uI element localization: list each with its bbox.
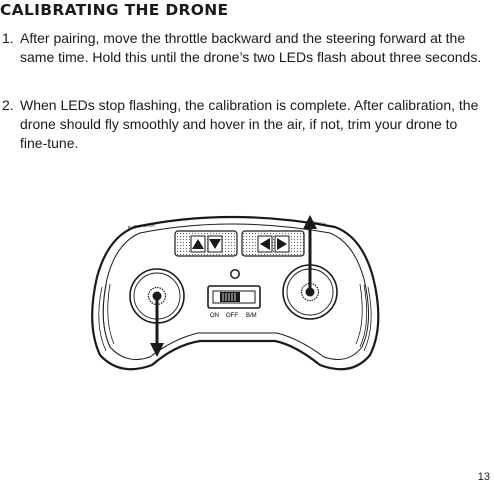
flight-mode-label: FLIGHT MODE xyxy=(128,222,156,230)
page-number: 13 xyxy=(477,471,490,483)
triangle-right-icon xyxy=(277,238,287,250)
step-number: 2. xyxy=(2,97,14,113)
page-title: CALIBRATING THE DRONE xyxy=(0,1,229,19)
instruction-step: 2. When LEDs stop flashing, the calibrat… xyxy=(2,96,482,153)
left-trim-panel xyxy=(174,230,238,257)
step-text: When LEDs stop flashing, the calibration… xyxy=(20,97,479,151)
triangle-left-icon xyxy=(260,238,270,250)
arrow-down-icon xyxy=(150,296,164,357)
arrow-up-icon xyxy=(303,215,317,292)
left-grip-texture xyxy=(98,283,115,352)
speed-label: SPEED xyxy=(312,220,326,227)
power-switch xyxy=(207,285,261,309)
step-text: After pairing, move the throttle backwar… xyxy=(20,30,482,65)
switch-label-on: ON xyxy=(210,313,219,319)
step-number: 1. xyxy=(2,30,14,46)
right-trim-panel xyxy=(241,230,305,257)
instruction-step: 1. After pairing, move the throttle back… xyxy=(2,29,482,67)
right-grip-texture xyxy=(355,283,372,352)
triangle-up-left-icon xyxy=(192,239,204,249)
switch-label-bm: B/M xyxy=(246,313,257,319)
status-led-icon xyxy=(230,269,240,279)
triangle-down-left-icon xyxy=(209,239,221,249)
switch-label-off: OFF xyxy=(226,313,238,319)
remote-controller-illustration: FLIGHT MODE SPEED xyxy=(91,215,380,371)
